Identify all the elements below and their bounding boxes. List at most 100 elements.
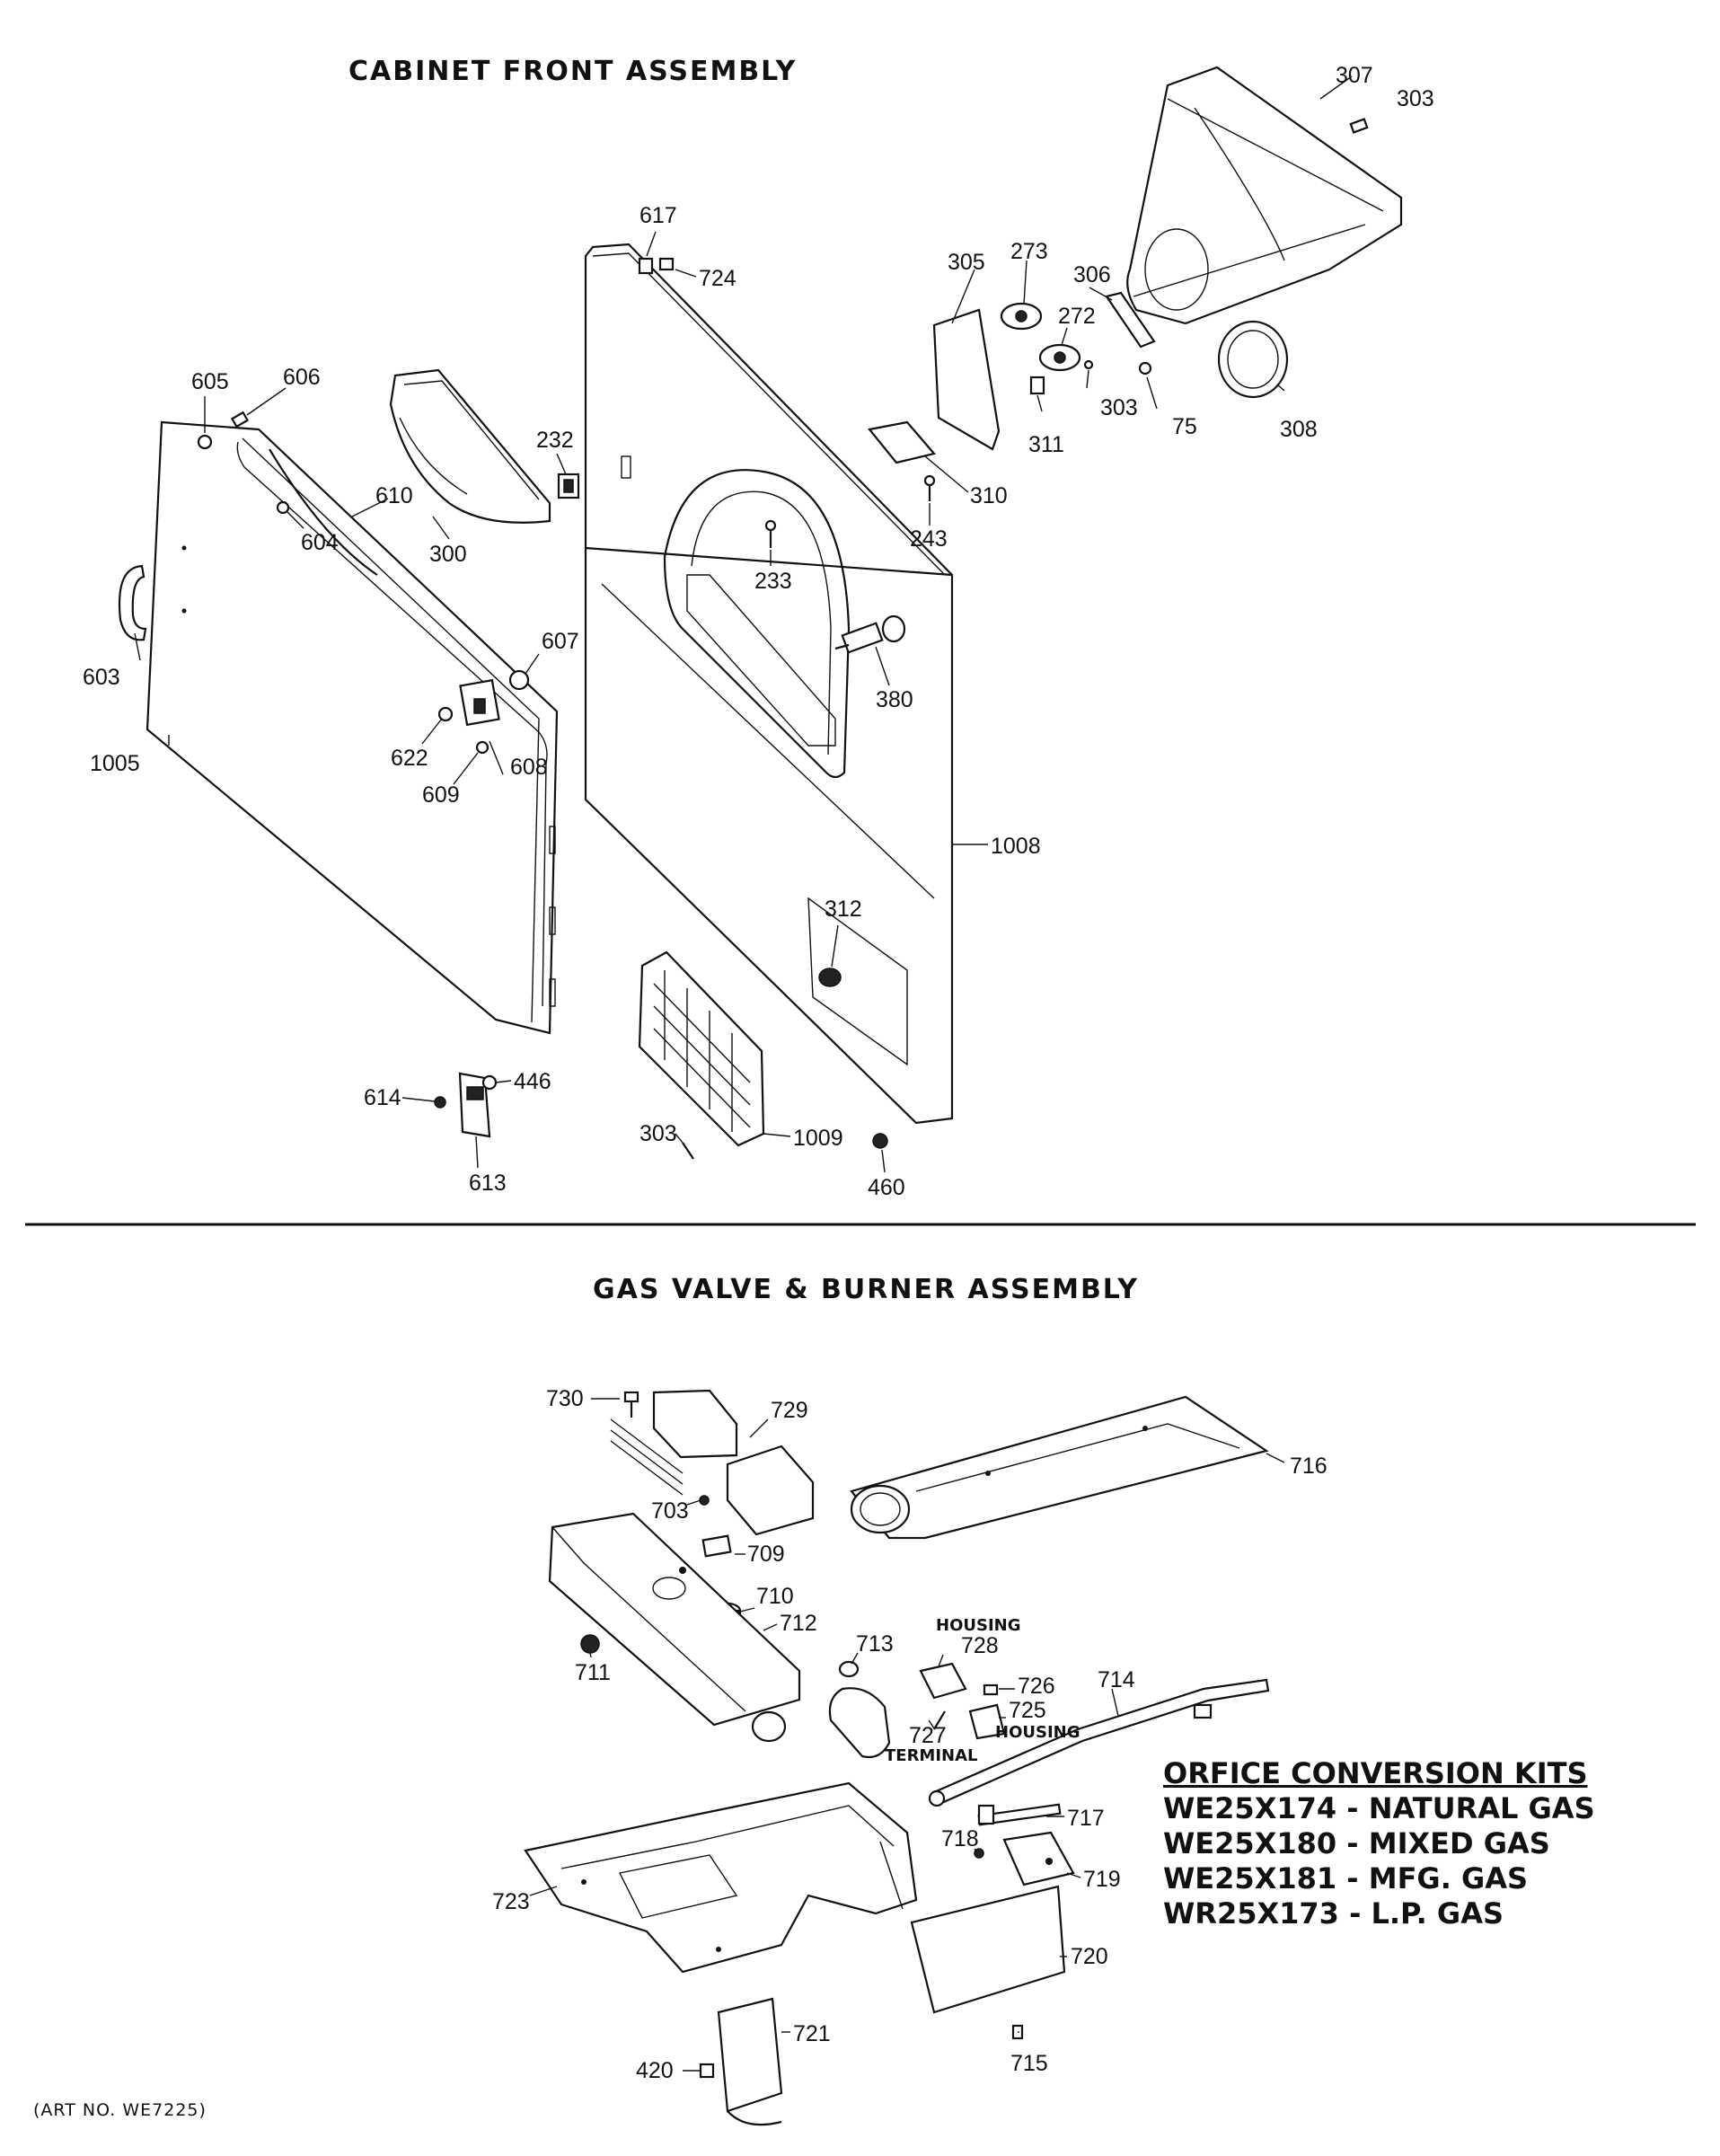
label-723: 723 [492, 1889, 530, 1914]
label-272: 272 [1058, 304, 1096, 329]
label-727: 727 [909, 1723, 947, 1748]
fitting-709 [701, 1534, 732, 1558]
label-604: 604 [301, 530, 339, 555]
kit-lp-gas: WR25X173 - L.P. GAS [1163, 1896, 1504, 1931]
label-446: 446 [514, 1069, 551, 1094]
label-1008: 1008 [991, 834, 1041, 859]
label-300: 300 [429, 542, 467, 567]
label-1005: 1005 [90, 751, 140, 776]
leader-lines-gas [529, 1398, 1285, 2072]
terminal-727 [933, 1710, 946, 1730]
label-460: 460 [868, 1175, 905, 1200]
label-310: 310 [970, 483, 1008, 508]
label-711: 711 [575, 1660, 611, 1685]
label-608: 608 [510, 755, 548, 780]
pilot-tube-714 [928, 1678, 1270, 1807]
screw-622 [437, 706, 454, 722]
cabinet-part-labels: 307 303 617 724 305 273 306 272 303 75 3… [83, 63, 1434, 1200]
gas-valve-coils-729 [610, 1389, 815, 1536]
label-713: 713 [856, 1631, 894, 1657]
label-715: 715 [1010, 2051, 1048, 2076]
label-380: 380 [876, 687, 913, 712]
label-709: 709 [747, 1542, 785, 1567]
label-243: 243 [910, 526, 948, 552]
label-712: 712 [780, 1611, 817, 1636]
label-303: 303 [1397, 86, 1434, 111]
label-617: 617 [639, 203, 677, 228]
screw-460 [872, 1133, 888, 1149]
label-728: 728 [961, 1633, 999, 1658]
lint-filter-300 [389, 368, 551, 524]
screw-711 [580, 1634, 600, 1654]
shield-721 [717, 1997, 783, 2126]
label-housing-top: HOUSING [936, 1616, 1020, 1635]
shield-305 [932, 308, 1001, 451]
label-719: 719 [1083, 1867, 1121, 1892]
cover-720 [910, 1885, 1066, 2014]
screw-75 [1138, 361, 1152, 376]
label-721: 721 [793, 2021, 831, 2046]
washer-446 [481, 1074, 498, 1091]
label-303-bottom: 303 [639, 1121, 677, 1146]
screw-606 [230, 411, 250, 429]
bumper-607 [508, 669, 530, 691]
front-panel-1008 [584, 243, 954, 1125]
catch-608 [459, 678, 500, 727]
label-724: 724 [699, 266, 737, 291]
label-729: 729 [771, 1398, 808, 1423]
label-716: 716 [1290, 1454, 1327, 1479]
hinge-clip-617 [638, 257, 654, 275]
bumper-605 [197, 434, 213, 450]
igniter-717 [977, 1803, 1062, 1826]
leader-lines-cabinet [134, 75, 1353, 1173]
toe-grille-1009 [638, 950, 765, 1147]
latch-232 [557, 473, 580, 499]
screw-233 [764, 519, 777, 548]
label-housing-bottom: HOUSING [995, 1723, 1080, 1742]
label-703: 703 [651, 1498, 689, 1524]
label-273: 273 [1010, 239, 1048, 264]
gas-part-labels: 730 729 716 703 709 710 712 713 728 HOUS… [492, 1386, 1327, 2083]
screw-726 [983, 1683, 999, 1696]
label-311: 311 [1028, 432, 1064, 457]
conversion-kits-heading: ORFICE CONVERSION KITS [1163, 1756, 1588, 1790]
door-handle-603 [119, 564, 147, 641]
housing-728 [919, 1662, 967, 1700]
label-710: 710 [756, 1584, 794, 1609]
label-610: 610 [375, 483, 413, 508]
door-panel-1005 [146, 420, 559, 1035]
label-714: 714 [1098, 1667, 1135, 1692]
gas-valve-burner-assembly-title: GAS VALVE & BURNER ASSEMBLY [593, 1274, 1139, 1305]
label-607: 607 [542, 629, 579, 654]
label-terminal: TERMINAL [885, 1746, 978, 1765]
burner-tube-716 [850, 1395, 1269, 1540]
label-75: 75 [1172, 414, 1197, 439]
label-609: 609 [422, 782, 460, 808]
label-306: 306 [1073, 262, 1111, 287]
label-305: 305 [948, 250, 985, 275]
label-312: 312 [825, 897, 862, 922]
screw-243 [923, 474, 936, 501]
switch-312 [818, 968, 842, 987]
kit-mfg-gas: WE25X181 - MFG. GAS [1163, 1861, 1529, 1895]
label-613: 613 [469, 1171, 507, 1196]
label-603: 603 [83, 665, 120, 690]
label-233: 233 [754, 569, 792, 594]
label-614: 614 [364, 1085, 401, 1110]
screw-604 [276, 500, 290, 515]
bracket-723 [524, 1781, 918, 1974]
label-1009: 1009 [793, 1126, 843, 1151]
screw-724 [658, 257, 675, 271]
label-606: 606 [283, 365, 321, 390]
label-726: 726 [1018, 1674, 1055, 1699]
label-420: 420 [636, 2058, 674, 2083]
label-717: 717 [1067, 1806, 1105, 1831]
orifice-conversion-kits: ORFICE CONVERSION KITS WE25X174 - NATURA… [1163, 1756, 1595, 1931]
thermostat-272 [1038, 343, 1081, 372]
screw-703 [699, 1495, 710, 1506]
label-725: 725 [1009, 1698, 1046, 1723]
cabinet-front-assembly-title: CABINET FRONT ASSEMBLY [348, 56, 798, 87]
door-switch-380 [834, 614, 906, 654]
